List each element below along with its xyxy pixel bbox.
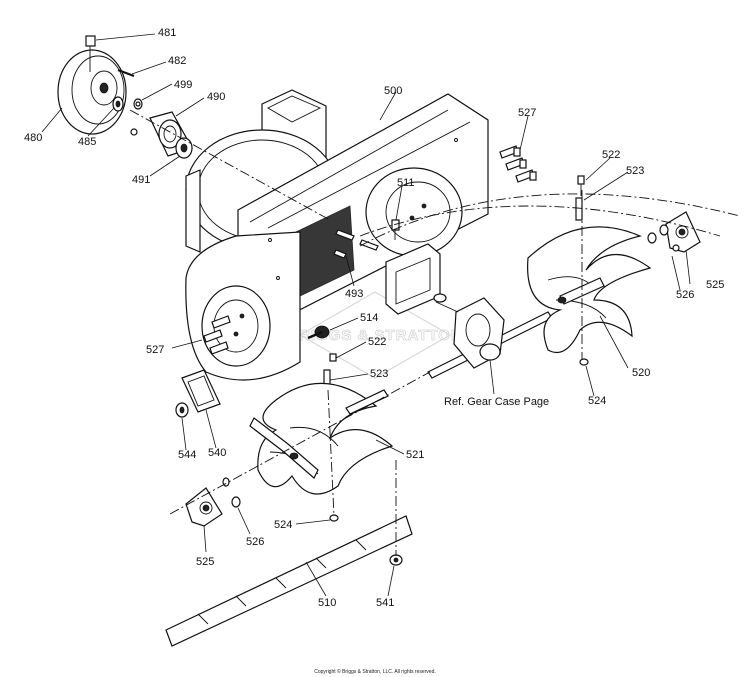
callout-525-upper: 525 <box>706 279 724 291</box>
bolt-481 <box>85 35 96 72</box>
leader-lines <box>41 33 691 597</box>
callout-480: 480 <box>24 132 42 144</box>
bolt-522-upper <box>577 175 585 196</box>
callout-491: 491 <box>132 174 150 186</box>
callout-511: 511 <box>397 177 415 189</box>
callout-524-lower: 524 <box>274 519 292 531</box>
nut-524-lower <box>329 514 339 522</box>
gear-case-reference-note: Ref. Gear Case Page <box>444 396 549 408</box>
nut-524-upper <box>579 358 589 366</box>
callout-527-lower: 527 <box>146 344 164 356</box>
callout-541: 541 <box>376 597 394 609</box>
bolt-511 <box>391 219 400 240</box>
callout-527-upper: 527 <box>518 107 536 119</box>
callout-526-lower: 526 <box>246 536 264 548</box>
callout-493: 493 <box>345 288 363 300</box>
pin-482 <box>117 68 135 78</box>
callout-525-lower: 525 <box>196 556 214 568</box>
callout-510: 510 <box>318 597 336 609</box>
callout-544: 544 <box>178 449 196 461</box>
bolt-514 <box>307 325 330 340</box>
nut-544 <box>175 402 189 418</box>
auger-520 <box>527 226 652 354</box>
hardware-526-lower <box>222 477 241 508</box>
callout-522-upper: 522 <box>602 149 620 161</box>
bolts-493 <box>333 229 379 259</box>
callout-490: 490 <box>207 91 225 103</box>
auger-521 <box>249 382 394 495</box>
copyright-text: Copyright © Briggs & Stratton, LLC. All … <box>314 668 436 675</box>
callout-526-upper: 526 <box>676 289 694 301</box>
bearing-491 <box>175 137 193 159</box>
callout-labels: 481 482 499 490 480 485 491 500 527 511 … <box>24 27 724 609</box>
bearing-flange-525-lower <box>185 487 223 527</box>
callout-481: 481 <box>158 27 176 39</box>
pin-523-upper <box>575 197 583 221</box>
callout-485: 485 <box>78 136 96 148</box>
washer-485 <box>112 96 124 112</box>
watermark-logo: BRIGGS & STRATTON <box>287 291 463 379</box>
nut-541 <box>389 554 403 566</box>
skid-540 <box>181 369 221 413</box>
watermark-text: BRIGGS & STRATTON <box>287 327 463 344</box>
center-lines <box>129 109 741 556</box>
callout-523-lower: 523 <box>370 368 388 380</box>
pulley-480 <box>57 49 127 135</box>
gear-case <box>433 293 505 369</box>
callout-524-upper: 524 <box>588 395 606 407</box>
bolts-527-lower <box>203 315 231 355</box>
hardware-small <box>130 101 141 136</box>
bearing-flange-525-upper <box>665 211 701 253</box>
callout-482: 482 <box>168 55 186 67</box>
callout-540: 540 <box>208 447 226 459</box>
callout-522-lower: 522 <box>368 336 386 348</box>
callout-520: 520 <box>632 367 650 379</box>
bolts-527-upper <box>499 145 537 183</box>
bolt-522-lower <box>329 353 337 362</box>
callout-514: 514 <box>360 312 378 324</box>
callout-500: 500 <box>384 85 402 97</box>
callout-523-upper: 523 <box>626 165 644 177</box>
scraper-bar-510 <box>165 515 413 647</box>
callout-499: 499 <box>174 79 192 91</box>
callout-521: 521 <box>406 449 424 461</box>
housing-500 <box>185 89 489 381</box>
hardware-526-upper <box>647 224 680 252</box>
